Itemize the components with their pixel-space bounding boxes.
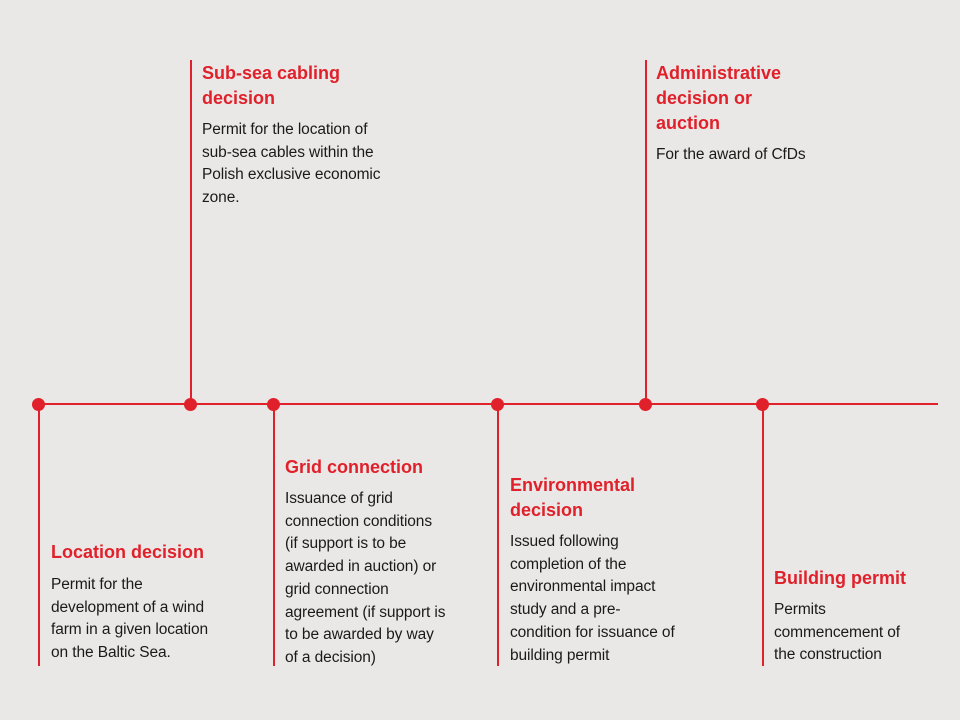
timeline-axis: [38, 403, 938, 405]
milestone-title: Grid connection: [285, 457, 424, 477]
milestone-location: Location decision Permit for the develop…: [51, 540, 266, 665]
milestone-subsea: Sub-sea cabling decision Permit for the …: [202, 61, 442, 210]
milestone-title: Environmental decision: [510, 475, 636, 520]
connector-grid: [273, 404, 275, 666]
milestone-dot-administrative: [639, 398, 652, 411]
connector-environmental: [497, 404, 499, 666]
milestone-description: For the award of CfDs: [656, 146, 806, 163]
milestone-description: Issuance of grid connection conditions (…: [285, 490, 446, 666]
milestone-description: Permits commencement of the construction: [774, 601, 900, 664]
milestone-environmental: Environmental decision Issued following …: [510, 473, 730, 667]
milestone-description: Permit for the development of a wind far…: [51, 576, 208, 662]
connector-building: [762, 404, 764, 666]
milestone-dot-building: [756, 398, 769, 411]
milestone-description: Permit for the location of sub-sea cable…: [202, 121, 381, 207]
milestone-dot-environmental: [491, 398, 504, 411]
milestone-administrative: Administrative decision or auction For t…: [656, 61, 856, 167]
milestone-dot-location: [32, 398, 45, 411]
connector-administrative: [645, 60, 647, 404]
milestone-title: Building permit: [774, 568, 906, 588]
connector-location: [38, 404, 40, 666]
milestone-title: Location decision: [51, 542, 205, 562]
milestone-title: Sub-sea cabling decision: [202, 63, 341, 108]
connector-subsea: [190, 60, 192, 404]
milestone-grid: Grid connection Issuance of grid connect…: [285, 455, 490, 670]
milestone-dot-subsea: [184, 398, 197, 411]
milestone-building: Building permit Permits commencement of …: [774, 566, 954, 667]
milestone-dot-grid: [267, 398, 280, 411]
milestone-title: Administrative decision or auction: [656, 63, 782, 133]
milestone-description: Issued following completion of the envir…: [510, 533, 675, 664]
